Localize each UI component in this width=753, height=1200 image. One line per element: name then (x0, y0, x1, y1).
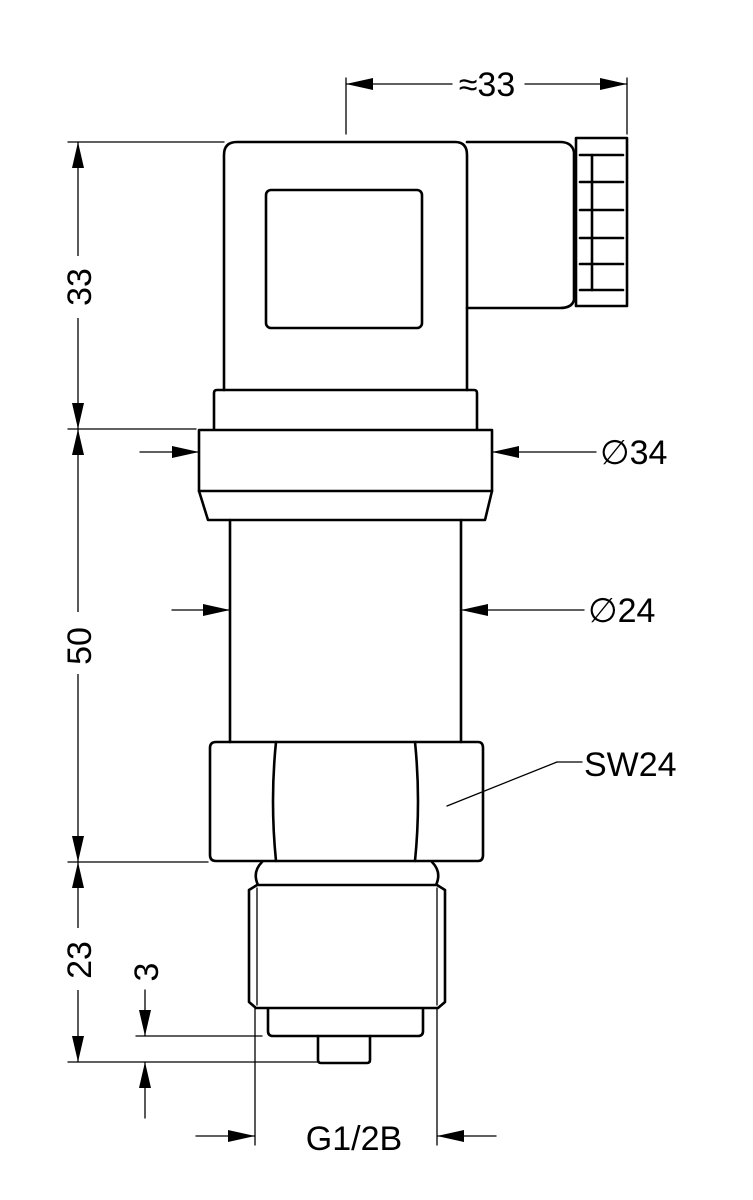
thread-neck (254, 860, 440, 887)
dim-label-tip-length: 3 (128, 963, 166, 982)
dimension-chain-left (67, 141, 319, 1063)
dimension-thread-spec: G1/2B (195, 1007, 497, 1158)
connector-window (264, 188, 424, 330)
thread-section (247, 883, 447, 1010)
dimension-hex-size: SW24 (446, 746, 677, 807)
knurled-nut (574, 136, 629, 308)
seal-ring (266, 1007, 425, 1038)
dim-label-hex-size: SW24 (584, 746, 677, 784)
body-cylinder (228, 518, 463, 744)
hex-nut (208, 740, 485, 863)
dimension-body-diameter: ∅24 (171, 592, 655, 630)
cable-gland-housing (465, 140, 576, 310)
dimension-connector-width: ≈33 (345, 66, 628, 135)
dim-label-flange-diameter: ∅34 (600, 434, 667, 472)
collar (212, 388, 479, 431)
dimension-flange-diameter: ∅34 (139, 434, 667, 472)
dim-label-body-diameter: ∅24 (588, 592, 655, 630)
dim-label-thread-spec: G1/2B (306, 1120, 402, 1158)
dim-label-thread-height: 23 (61, 941, 99, 979)
flange (197, 428, 494, 522)
dimension-tip-length: 3 (128, 963, 263, 1119)
tip (316, 1034, 372, 1065)
transmitter-outline (197, 136, 629, 1065)
connector-head (222, 140, 469, 392)
dim-label-connector-width: ≈33 (459, 66, 515, 104)
dim-label-head-height: 33 (61, 268, 99, 306)
dim-label-body-height: 50 (61, 627, 99, 665)
